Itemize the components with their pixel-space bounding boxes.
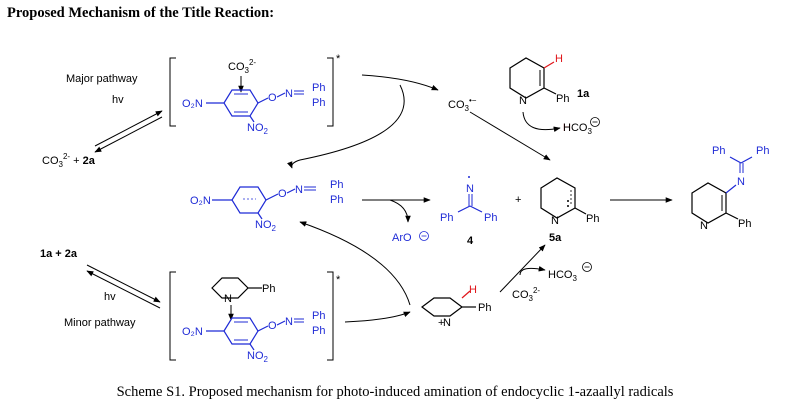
- ring-nitrogen-1a: N: [519, 95, 527, 107]
- phenyl-minor-1: Ph: [312, 310, 325, 322]
- amination-product: N Ph N Ph Ph: [691, 145, 769, 232]
- excited-star: *: [336, 53, 341, 65]
- phenyl-4-right: Ph: [484, 212, 497, 224]
- phenyl-mid-2: Ph: [330, 194, 343, 206]
- phenyl-minor-complex: Ph: [262, 283, 275, 295]
- plus-sign: +: [515, 194, 521, 206]
- nitrogen-atom: N: [285, 88, 293, 100]
- phenyl-1a: Ph: [556, 93, 569, 105]
- nitrogen-atom-minor: N: [285, 316, 293, 328]
- scheme-caption: Scheme S1. Proposed mechanism for photo-…: [116, 384, 674, 400]
- phenyl-product-left: Ph: [712, 145, 725, 157]
- h-atom-cation: H: [469, 284, 477, 296]
- compound-5a: N Ph 5a: [540, 177, 599, 244]
- label-5a: 5a: [549, 232, 562, 244]
- major-pathway-label: Major pathway: [66, 73, 138, 85]
- ring-nitrogen-minor: N: [224, 293, 232, 305]
- oxygen-atom: O: [268, 92, 277, 104]
- oxygen-atom-mid: O: [278, 188, 287, 200]
- carbonate-bottom: CO32-: [512, 286, 540, 303]
- no2-group: NO2: [247, 122, 269, 136]
- phenyl-product: Ph: [738, 218, 751, 230]
- h-atom-1a: H: [555, 53, 563, 65]
- o2n-group-mid: O₂N: [190, 195, 211, 207]
- nitrogen-atom-mid: N: [295, 184, 303, 196]
- carbonate-radical-anion: CO3•−: [448, 96, 477, 113]
- oxygen-atom-minor: O: [268, 320, 277, 332]
- complex-carbonate: CO32-: [228, 58, 256, 75]
- o2n-group: O₂N: [182, 98, 203, 110]
- ring-nitrogen-product: N: [700, 220, 708, 232]
- ring-nitrogen-cation: N: [443, 317, 451, 329]
- phenyl-product-right: Ph: [756, 145, 769, 157]
- phenyl-cation: Ph: [478, 302, 491, 314]
- nitroaryl-oxime-radical: O₂N NO2 O N Ph Ph: [190, 179, 343, 233]
- carbonate-plus-2a: CO32- + 2a: [42, 152, 96, 169]
- hv-label-bottom: hv: [104, 291, 116, 303]
- scheme-title: Proposed Mechanism of the Title Reaction…: [7, 5, 275, 21]
- label-1a: 1a: [577, 88, 590, 100]
- o2n-group-minor: O₂N: [182, 326, 203, 338]
- bicarbonate-bottom: HCO3: [548, 269, 577, 283]
- radical-cation-1a: H Ph N +: [421, 284, 491, 329]
- bicarbonate-top: HHCO3: [563, 122, 592, 136]
- reagents-1a-2a: 1a + 2a: [40, 248, 78, 260]
- no2-group-minor: NO2: [247, 350, 269, 364]
- imine-nitrogen-product: N: [737, 176, 745, 188]
- aryloxide-anion: ArO: [392, 232, 412, 244]
- major-pathway-complex: * CO32- O₂N NO2 O N Ph Ph: [169, 53, 341, 136]
- phenyl-5a: Ph: [586, 213, 599, 225]
- plus-charge: +: [438, 317, 444, 329]
- compound-4: N Ph Ph 4: [440, 176, 497, 247]
- ring-nitrogen-5a: N: [551, 215, 559, 227]
- no2-group-mid: NO2: [255, 219, 277, 233]
- phenyl-minor-2: Ph: [312, 325, 325, 337]
- hv-label-top: hv: [112, 94, 124, 106]
- iminyl-nitrogen: N: [466, 183, 474, 195]
- minor-pathway-label: Minor pathway: [64, 317, 136, 329]
- compound-1a: H N Ph 1a: [509, 53, 590, 107]
- phenyl-4-left: Ph: [440, 212, 453, 224]
- phenyl-2: Ph: [312, 97, 325, 109]
- excited-star-minor: *: [336, 274, 341, 286]
- label-4: 4: [467, 235, 474, 247]
- minor-pathway-complex: * Ph N O₂N NO2 O N Ph Ph: [169, 271, 341, 364]
- phenyl-1: Ph: [312, 82, 325, 94]
- phenyl-mid-1: Ph: [330, 179, 343, 191]
